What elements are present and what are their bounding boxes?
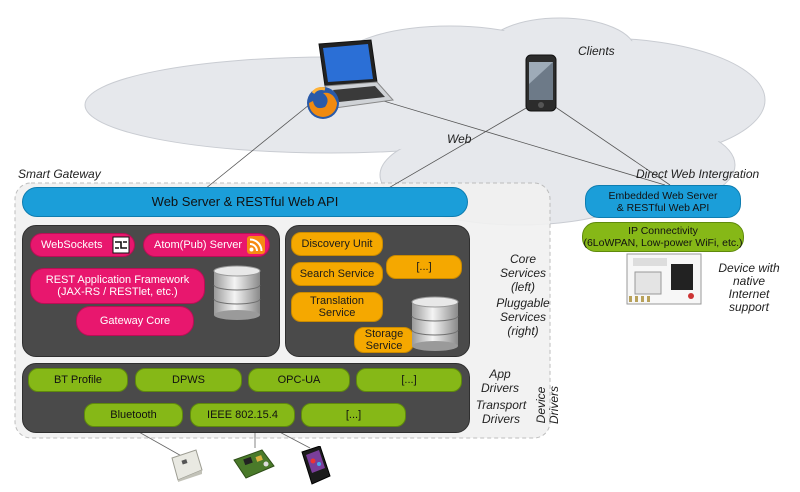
embedded-board-icon: [626, 253, 702, 305]
transport-driver-more: [...]: [301, 403, 406, 427]
storage-service-box: Storage Service: [354, 327, 414, 353]
app-driver-label: DPWS: [172, 374, 205, 386]
gateway-core-box: Gateway Core: [76, 306, 194, 336]
smartphone-icon: [525, 54, 557, 112]
ip-connectivity-box: IP Connectivity (6LoWPAN, Low-power WiFi…: [582, 222, 744, 252]
transport-driver-label: [...]: [345, 409, 362, 421]
search-service-box: Search Service: [291, 262, 383, 286]
circuit-board-icon: [233, 449, 275, 479]
embedded-web-server-box: Embedded Web Server & RESTful Web API: [585, 185, 741, 218]
websockets-label: WebSockets: [41, 239, 103, 251]
transport-driver-bluetooth: Bluetooth: [84, 403, 183, 427]
laptop-icon: [318, 39, 394, 109]
pluggable-more-box: [...]: [386, 255, 462, 279]
device-native-label: Device with native Internet support: [718, 261, 780, 314]
app-drivers-label: App Drivers: [481, 367, 519, 395]
smart-gateway-label: Smart Gateway: [18, 167, 101, 181]
pluggable-more-label: [...]: [416, 261, 432, 273]
pluggable-services-label: Pluggable Services (right): [496, 296, 550, 338]
clients-label: Clients: [578, 44, 615, 58]
device-drivers-label: Device Drivers: [534, 386, 561, 424]
app-driver-dpws: DPWS: [135, 368, 242, 392]
database-icon: [411, 296, 459, 351]
storage-service-label: Storage Service: [364, 328, 404, 352]
transport-driver-label: Bluetooth: [110, 409, 157, 421]
core-services-label: Core Services (left): [499, 252, 546, 294]
websocket-icon: [112, 236, 130, 254]
sensor-node-icon: [171, 449, 203, 482]
discovery-unit-label: Discovery Unit: [301, 238, 373, 250]
mobile-device-icon: [301, 446, 331, 485]
transport-drivers-label: Transport Drivers: [475, 398, 527, 426]
firefox-icon: [307, 87, 339, 119]
database-icon: [213, 265, 261, 320]
rest-framework-box: REST Application Framework (JAX-RS / RES…: [30, 268, 205, 304]
gateway-core-label: Gateway Core: [99, 315, 171, 327]
app-driver-more: [...]: [356, 368, 462, 392]
discovery-unit-box: Discovery Unit: [291, 232, 383, 256]
atompub-label: Atom(Pub) Server: [154, 239, 243, 251]
translation-service-label: Translation Service: [309, 295, 364, 319]
rest-framework-label: REST Application Framework (JAX-RS / RES…: [45, 274, 190, 298]
web-label: Web: [447, 132, 472, 146]
app-driver-bt-profile: BT Profile: [28, 368, 128, 392]
transport-driver-label: IEEE 802.15.4: [207, 409, 278, 421]
app-driver-label: BT Profile: [53, 374, 103, 386]
web-server-api-bar: Web Server & RESTful Web API: [22, 187, 468, 217]
search-service-label: Search Service: [299, 268, 375, 280]
app-driver-opc-ua: OPC-UA: [248, 368, 350, 392]
direct-web-integration-label: Direct Web Intergration: [636, 167, 760, 181]
app-driver-label: OPC-UA: [277, 374, 321, 386]
translation-service-box: Translation Service: [291, 292, 383, 322]
app-driver-label: [...]: [401, 374, 417, 386]
embedded-web-server-label: Embedded Web Server & RESTful Web API: [608, 189, 718, 214]
rss-icon: [247, 236, 265, 254]
ip-connectivity-label: IP Connectivity (6LoWPAN, Low-power WiFi…: [583, 225, 743, 249]
transport-driver-ieee802154: IEEE 802.15.4: [190, 403, 295, 427]
